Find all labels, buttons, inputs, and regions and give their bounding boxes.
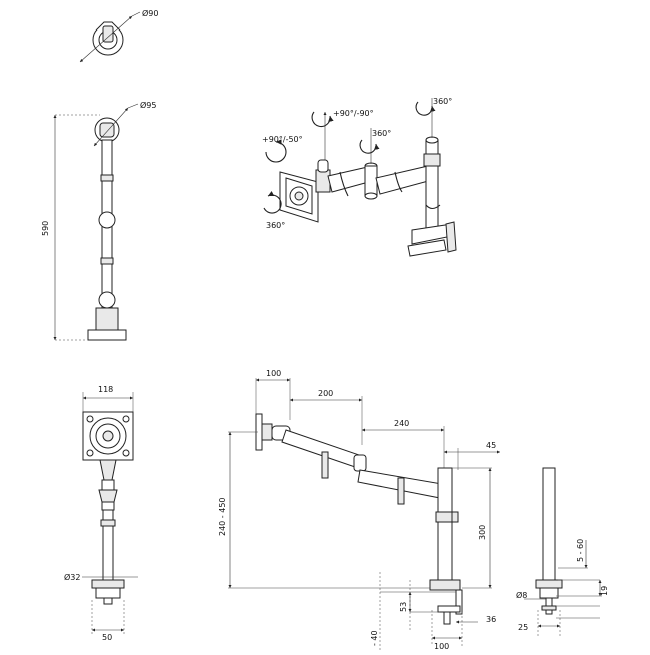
pole-detail: 5 - 60 19 Ø8 25 [516,467,609,636]
side-elevation: 100 200 240 45 240 - 450 [218,369,500,651]
dim-d8: Ø8 [516,590,527,600]
dim-d32: Ø32 [64,572,80,582]
side-view: 590 Ø95 [41,100,156,341]
rot-360-mid: 360° [372,129,391,138]
dim-100: 100 [266,369,281,378]
rot-90-90: +90°/-90° [333,109,374,118]
rot-360-left: 360° [266,221,285,230]
dim-5-60: 5 - 60 [576,539,585,562]
dim-d95: Ø95 [140,100,156,110]
top-view-clamp: Ø90 [79,8,158,63]
dim-53: 53 [399,602,408,612]
dim-36: 36 [486,615,496,624]
dim-300: 300 [478,525,487,540]
rot-90-50: +90°/-50° [262,135,303,144]
dim-200: 200 [318,389,333,398]
dim-25: 25 [518,623,528,632]
dim-50: 50 [102,633,112,642]
isometric-view: +90°/-50° +90°/-90° 360° 360° 360° [262,97,457,257]
dim-118: 118 [98,385,113,394]
front-view: 118 Ø32 50 [64,385,138,642]
dim-d90: Ø90 [142,8,158,18]
rot-360-top: 360° [433,97,452,106]
dim-100-bottom: 100 [434,642,449,650]
dim-240-450: 240 - 450 [218,497,227,536]
dim-19: 19 [600,586,609,596]
dim-240: 240 [394,419,409,428]
dim-45: 45 [486,441,496,450]
dim-minus-40: - 40 [370,630,379,646]
dim-590: 590 [41,221,50,236]
